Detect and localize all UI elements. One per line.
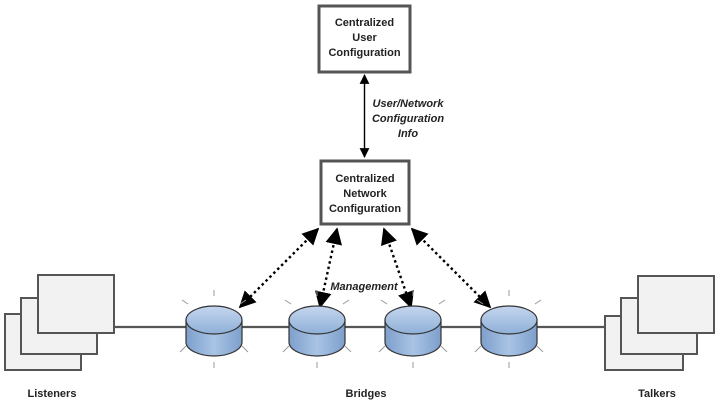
user-config-line-3: Configuration — [328, 47, 400, 59]
info-label-line-1: User/Network — [373, 98, 445, 110]
network-config-line-3: Configuration — [329, 203, 401, 215]
bridges-label: Bridges — [346, 388, 387, 400]
management-links — [238, 227, 492, 309]
bridge-2 — [282, 290, 352, 368]
user-config-box: Centralized User Configuration — [317, 4, 412, 74]
management-arrow-1 — [238, 227, 320, 309]
info-label-line-3: Info — [398, 128, 418, 140]
management-arrow-4 — [410, 227, 492, 309]
bridge-4 — [474, 290, 544, 368]
talker-device-1 — [637, 275, 715, 334]
listeners-label: Listeners — [28, 388, 77, 400]
listener-devices — [4, 274, 115, 371]
user-config-line-2: User — [352, 32, 377, 44]
management-arrow-2 — [315, 227, 342, 309]
management-arrow-3 — [381, 227, 414, 309]
talker-devices — [604, 275, 715, 371]
network-config-box: Centralized Network Configuration — [319, 159, 411, 226]
info-label-line-2: Configuration — [372, 113, 444, 125]
bridge-3 — [378, 290, 448, 368]
network-config-line-2: Network — [343, 188, 387, 200]
listener-device-1 — [37, 274, 115, 334]
talkers-label: Talkers — [638, 388, 676, 400]
config-info-label: User/Network Configuration Info — [372, 98, 444, 140]
bridge-1 — [179, 290, 249, 368]
network-config-line-1: Centralized — [335, 173, 394, 185]
management-label: Management — [330, 281, 399, 293]
user-config-line-1: Centralized — [335, 17, 394, 29]
